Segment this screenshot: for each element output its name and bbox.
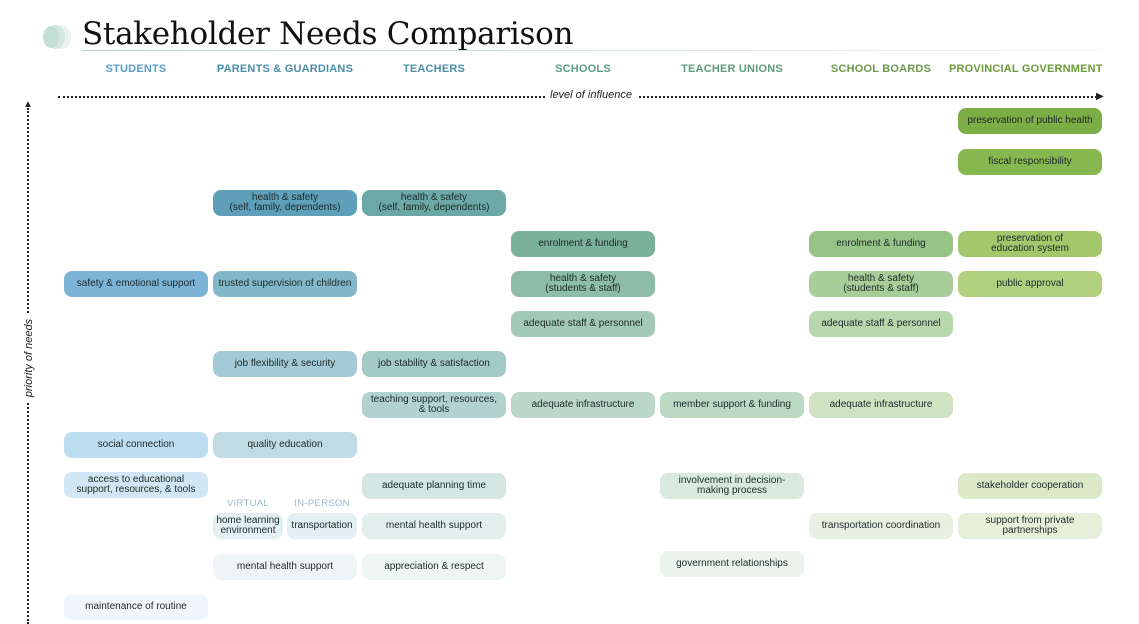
logo-icon [43, 25, 71, 49]
need-gov-education-system: preservation of education system [958, 231, 1102, 257]
influence-axis-arrow-icon: ▶ [1096, 91, 1104, 102]
influence-axis-label: level of influence [545, 89, 637, 101]
need-boards-transportation: transportation coordination [809, 513, 953, 539]
need-gov-public-approval: public approval [958, 271, 1102, 297]
need-schools-staff-personnel: adequate staff & personnel [511, 311, 655, 337]
sublabel-in-person: IN-PERSON [294, 498, 350, 509]
need-gov-private-partnerships: support from private partnerships [958, 513, 1102, 539]
need-parents-health-safety: health & safety (self, family, dependent… [213, 190, 357, 216]
column-header-parents-guardians: PARENTS & GUARDIANS [216, 63, 354, 75]
need-gov-stakeholder-cooperation: stakeholder cooperation [958, 473, 1102, 499]
need-parents-supervision: trusted supervision of children [213, 271, 357, 297]
column-header-schools: SCHOOLS [555, 63, 611, 75]
column-header-provincial-government: PROVINCIAL GOVERNMENT [949, 63, 1103, 75]
need-boards-health-safety: health & safety (students & staff) [809, 271, 953, 297]
need-unions-decision-making: involvement in decision- making process [660, 473, 804, 499]
page-title: Stakeholder Needs Comparison [82, 16, 574, 52]
title-divider [82, 50, 1102, 51]
need-schools-infrastructure: adequate infrastructure [511, 392, 655, 418]
priority-axis-label: priority of needs [23, 313, 35, 403]
need-students-access-resources: access to educational support, resources… [64, 472, 208, 498]
need-teachers-job-stability: job stability & satisfaction [362, 351, 506, 377]
need-parents-job-flexibility: job flexibility & security [213, 351, 357, 377]
need-teachers-teaching-support: teaching support, resources, & tools [362, 392, 506, 418]
column-header-teachers: TEACHERS [402, 63, 466, 75]
need-boards-infrastructure: adequate infrastructure [809, 392, 953, 418]
need-gov-fiscal: fiscal responsibility [958, 149, 1102, 175]
need-teachers-health-safety: health & safety (self, family, dependent… [362, 190, 506, 216]
need-parents-transportation: transportation [287, 513, 357, 539]
need-schools-health-safety: health & safety (students & staff) [511, 271, 655, 297]
need-students-routine: maintenance of routine [64, 594, 208, 620]
need-schools-enrolment-funding: enrolment & funding [511, 231, 655, 257]
need-parents-home-learning: home learning environment [213, 513, 283, 539]
need-parents-quality-education: quality education [213, 432, 357, 458]
sublabel-virtual: VIRTUAL [226, 498, 270, 509]
need-boards-staff-personnel: adequate staff & personnel [809, 311, 953, 337]
need-teachers-mental-health: mental health support [362, 513, 506, 539]
column-header-teacher-unions: TEACHER UNIONS [681, 63, 783, 75]
need-students-social-connection: social connection [64, 432, 208, 458]
need-unions-member-support: member support & funding [660, 392, 804, 418]
need-teachers-appreciation: appreciation & respect [362, 554, 506, 580]
column-header-school-boards: SCHOOL BOARDS [830, 63, 932, 75]
column-header-students: STUDENTS [105, 63, 167, 75]
priority-axis-arrow-icon: ▲ [23, 99, 33, 110]
need-students-safety: safety & emotional support [64, 271, 208, 297]
need-unions-government-relationships: government relationships [660, 551, 804, 577]
need-gov-public-health: preservation of public health [958, 108, 1102, 134]
need-boards-enrolment-funding: enrolment & funding [809, 231, 953, 257]
need-teachers-planning-time: adequate planning time [362, 473, 506, 499]
need-parents-mental-health: mental health support [213, 554, 357, 580]
